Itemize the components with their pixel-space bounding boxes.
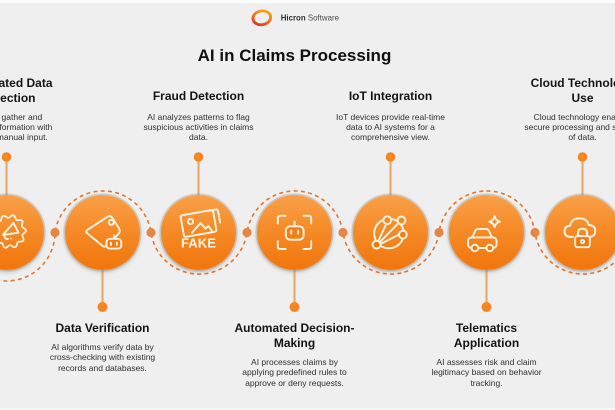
svg-text:Hicron Software: Hicron Software [281,14,340,23]
svg-text:FAKE: FAKE [181,237,216,251]
